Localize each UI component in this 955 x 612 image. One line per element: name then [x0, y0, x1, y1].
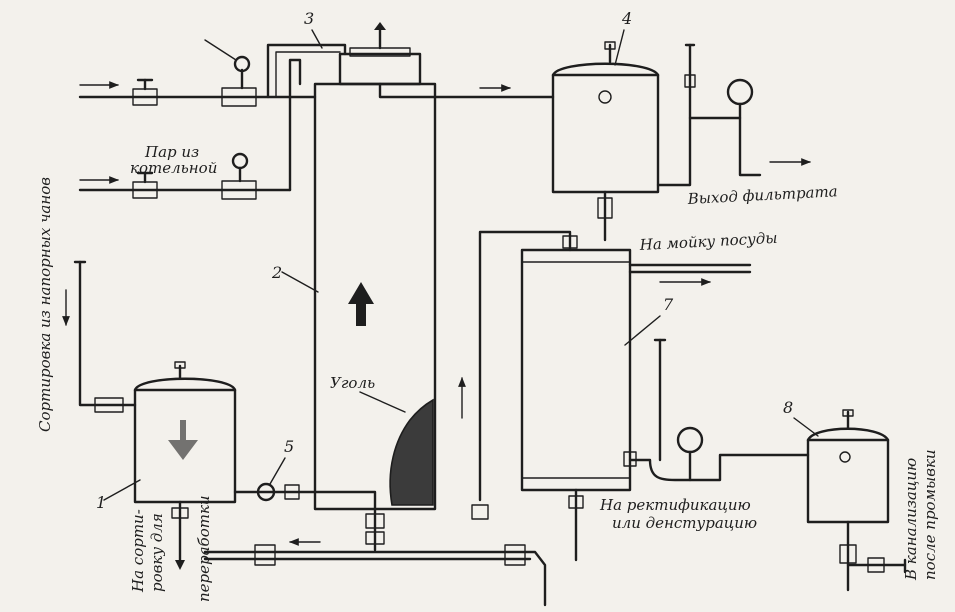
vessel-1	[133, 361, 237, 570]
carbon-column	[313, 22, 437, 511]
rectification-label-line2: или денстурацию	[612, 514, 757, 532]
flow-up-arrow	[348, 282, 374, 326]
steam-label-line1: Пар из	[144, 143, 199, 161]
item-number-5: 5	[284, 437, 294, 456]
item-number-4: 4	[621, 9, 632, 28]
rectification-label-line1: На ректификацию	[599, 496, 751, 514]
vessel-7	[520, 248, 632, 562]
dish-wash-label: На мойку посуды	[638, 229, 778, 254]
item-number-3: 3	[304, 9, 314, 28]
filtrate-out-label: Выход фильтрата	[686, 182, 838, 208]
to-sorting-label-line2: ровку для	[148, 513, 166, 592]
sorting-from-tanks-label: Сортировка из напорных чанов	[36, 177, 54, 432]
coal-label: Уголь	[330, 374, 375, 392]
to-sorting-label-line1: На сорти-	[129, 509, 147, 593]
steam-label-line2: котельной	[130, 159, 217, 177]
item-number-8: 8	[783, 398, 793, 417]
item-number-2: 2	[271, 263, 282, 282]
item-number-1: 1	[96, 493, 106, 512]
piping	[62, 39, 907, 607]
flow-down-arrow	[168, 420, 198, 460]
leader-lines	[103, 29, 819, 501]
to-sorting-label-line3: переработки	[195, 495, 213, 602]
sewer-label-line2: после промывки	[921, 449, 939, 580]
vessel-8	[806, 409, 890, 592]
sewer-label-line1: В канализацию	[902, 458, 920, 581]
vessel-4	[551, 41, 660, 242]
item-number-7: 7	[663, 295, 674, 314]
